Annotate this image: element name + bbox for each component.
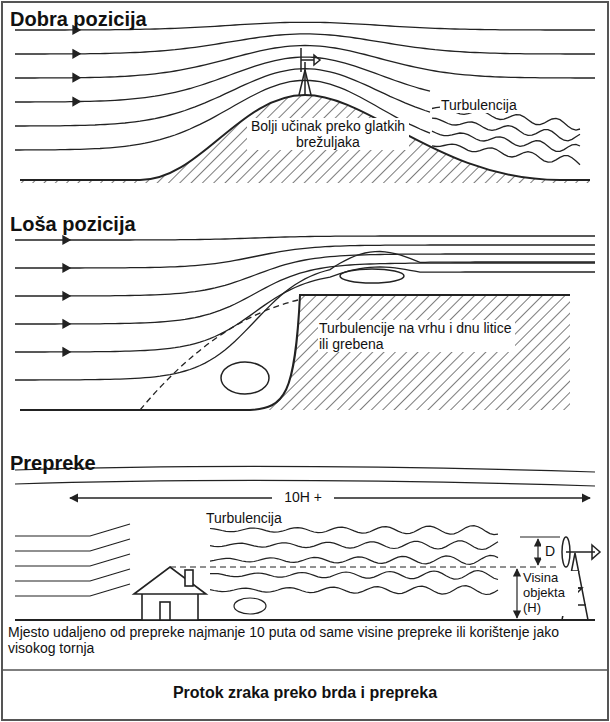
annotation: Bolji učinak preko glatkih brežuljaka [247, 118, 409, 150]
streamlines [15, 466, 595, 614]
flow-arrowhead [73, 50, 80, 58]
caption: Protok zraka preko brda i prepreka [0, 684, 610, 702]
streamlines [15, 22, 595, 164]
streamlines [15, 236, 595, 380]
streamline [432, 118, 580, 141]
caption-divider [2, 669, 608, 671]
flow-arrowhead [63, 348, 70, 356]
streamline [15, 254, 595, 296]
cliff-hatch [20, 295, 570, 410]
ground-line [15, 619, 595, 621]
flow-arrowhead [63, 320, 70, 328]
flow-arrowhead [63, 292, 70, 300]
height-line [170, 566, 560, 567]
streamline [15, 584, 498, 596]
streamline [15, 245, 595, 268]
annotation: Visina objekta (H) [522, 571, 578, 616]
hill-hatch [20, 95, 590, 183]
annotation: Turbulencije na vrhu i dnu litice ili gr… [318, 320, 515, 352]
streamline [15, 480, 595, 486]
panel-heading: Prepreke [10, 452, 230, 475]
eddy [340, 269, 404, 283]
hill-outline [20, 95, 590, 180]
annotation: Turbulencija [440, 97, 518, 113]
wind-turbine [299, 48, 320, 95]
streamline [15, 554, 498, 566]
flow-arrowhead [63, 264, 70, 272]
streamline [15, 236, 595, 240]
streamline [15, 80, 430, 150]
annotation: 10H + [272, 489, 334, 505]
streamline [15, 466, 595, 472]
separation-line [140, 300, 298, 410]
streamline [432, 131, 580, 151]
streamline [15, 34, 595, 54]
eddy [234, 598, 266, 614]
panel-heading: Dobra pozicija [10, 8, 230, 31]
streamline [15, 539, 498, 551]
streamline [15, 252, 595, 381]
annotation: Mjesto udaljeno od prepreke najmanje 10 … [8, 624, 602, 656]
annotation: Turbulencija [205, 510, 283, 526]
streamline [432, 144, 580, 165]
streamline [15, 569, 498, 581]
cliff-outline [20, 295, 570, 410]
eddy [221, 362, 269, 394]
streamline [15, 267, 595, 352]
flow-arrowhead [73, 74, 80, 82]
panel-heading: Loša pozicija [10, 213, 230, 236]
annotation: D [541, 543, 559, 559]
flow-arrowhead [73, 98, 80, 106]
flow-arrowhead [63, 236, 70, 244]
house [134, 567, 206, 620]
